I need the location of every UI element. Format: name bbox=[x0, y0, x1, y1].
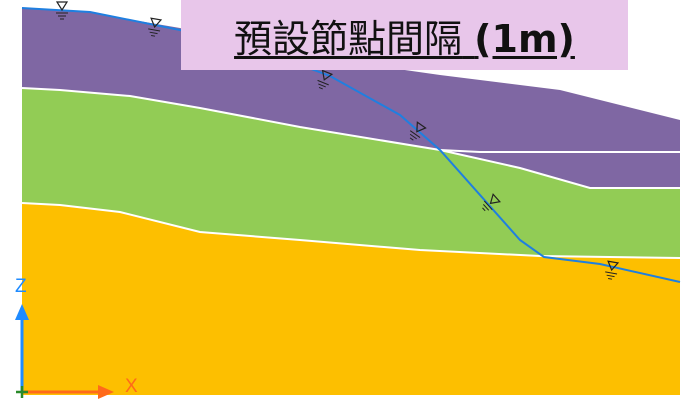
layer-boundary-upper bbox=[21, 87, 680, 189]
layer-boundary-lower bbox=[21, 202, 681, 259]
water-table-marker-icon bbox=[605, 260, 620, 280]
water-table-marker-icon bbox=[317, 69, 334, 90]
title-banner: 預設節點間隔 (1m) bbox=[181, 0, 628, 70]
z-axis-arrow-icon bbox=[15, 304, 29, 392]
soil-layer-middle bbox=[22, 88, 680, 258]
layer-boundary-inner bbox=[439, 149, 680, 153]
origin-marker-icon bbox=[16, 386, 28, 398]
soil-layer-bottom bbox=[22, 203, 680, 395]
water-table-line bbox=[21, 7, 681, 283]
water-table-marker-icon bbox=[482, 193, 501, 212]
x-axis-label: X bbox=[125, 376, 138, 397]
water-table-marker-icon bbox=[148, 17, 163, 37]
title-suffix: (1m) bbox=[474, 16, 575, 61]
diagram-title: 預設節點間隔 (1m) bbox=[234, 8, 575, 63]
z-axis-label: Z bbox=[15, 276, 27, 297]
title-main: 預設節點間隔 bbox=[234, 16, 463, 61]
water-table-marker-icon bbox=[409, 121, 427, 141]
x-axis-arrow-icon bbox=[22, 385, 114, 399]
water-table-marker-icon bbox=[55, 1, 69, 20]
